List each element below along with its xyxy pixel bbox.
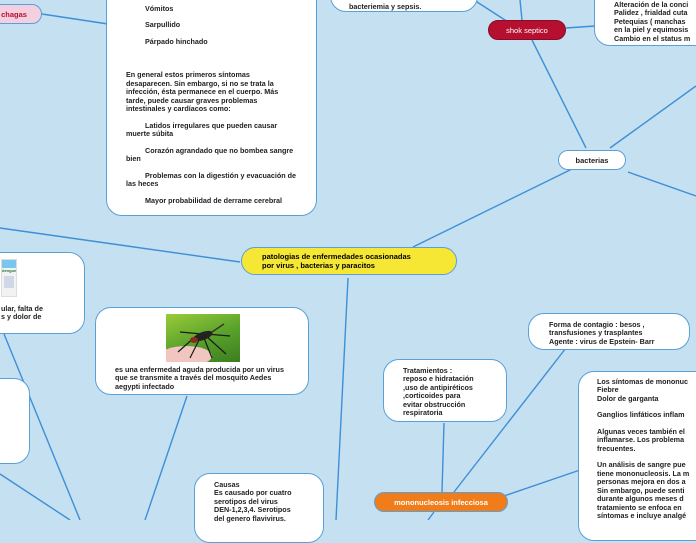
bacterias-node[interactable]: bacterias xyxy=(558,150,626,170)
dengue-symptom-line: s y dolor de xyxy=(1,312,42,322)
chagas-node[interactable]: chagas xyxy=(0,4,42,24)
shock-symptom-line: Petequias ( manchas xyxy=(614,16,686,26)
shock-symptom-line: Palidez , frialdad cuta xyxy=(614,8,688,18)
mono-symptom-line: Algunas veces también el xyxy=(597,426,685,436)
connector-lines xyxy=(0,0,696,520)
mono-symptom-line: Dolor de garganta xyxy=(597,393,659,403)
bacterias-label: bacterias xyxy=(575,155,609,165)
tratamiento-line: ,uso de antipiréticos xyxy=(403,382,473,392)
shock-label: shok septico xyxy=(506,25,548,35)
chagas-symptoms-card[interactable]: Vómitos Sarpullido Párpado hinchado En g… xyxy=(106,0,317,216)
mononucleosis-label: mononucleosis infecciosa xyxy=(394,497,488,507)
tratamiento-line: evitar obstrucción xyxy=(403,399,466,409)
causas-line: Causas xyxy=(214,480,240,489)
mono-symptom-line: Un análisis de sangre pue xyxy=(597,460,686,470)
contagio-line: transfusiones y trasplantes xyxy=(549,328,643,338)
mono-symptom-line: frecuentes. xyxy=(597,443,636,453)
shock-symptom-line: Cambio en el status m xyxy=(614,33,691,43)
mono-symptom-line: tiene mononucleosis. La m xyxy=(597,468,690,478)
causas-line: DEN-1,2,3,4. Serotipos xyxy=(214,505,291,515)
central-topic[interactable]: patologias de enfermedades ocasionadas p… xyxy=(241,247,457,275)
tratamiento-line: respiratoria xyxy=(403,408,443,418)
left-partial-card[interactable] xyxy=(0,378,30,464)
dengue-description-text: es una enfermedad aguda producida por un… xyxy=(115,365,284,391)
tratamiento-line: ,corticoides para xyxy=(403,391,461,401)
bacteriemia-card[interactable]: bacteriemia y sepsis. xyxy=(330,0,478,12)
complication-item: Corazón agrandado que no bombea sangre b… xyxy=(126,145,294,164)
contagio-line: Agente : virus de Epstein- Barr xyxy=(549,336,655,346)
mono-symptom-line: Fiebre xyxy=(597,385,619,395)
complication-item: Latidos irregulares que pueden causar mu… xyxy=(126,120,278,139)
dengue-thumbnail: dengue xyxy=(1,259,17,297)
causas-line: serotipos del virus xyxy=(214,496,278,506)
dengue-symptoms-card[interactable]: dengue ular, falta de s y dolor de xyxy=(0,252,85,334)
mono-symptom-line: tratamiento se enfoca en xyxy=(597,502,682,512)
complication-item: Problemas con la digestión y evacuación … xyxy=(126,170,296,189)
causas-line: Es causado por cuatro xyxy=(214,488,292,498)
tratamiento-line: Tratamientos : xyxy=(403,366,453,375)
dengue-symptom-line: ular, falta de xyxy=(1,304,43,313)
shock-symptoms-card[interactable]: Alteración de la conci Palidez , frialda… xyxy=(594,0,696,46)
central-title-line1: patologias de enfermedades ocasionadas xyxy=(262,252,411,261)
mono-symptoms-card[interactable]: Los síntomas de mononuc Fiebre Dolor de … xyxy=(578,371,696,541)
shock-symptom-line: en la piel y equimosis xyxy=(614,25,689,35)
symptom-item: Párpado hinchado xyxy=(145,36,208,46)
bacteriemia-text: bacteriemia y sepsis. xyxy=(349,2,422,11)
mono-symptom-line: Sin embargo, puede senti xyxy=(597,485,685,495)
mononucleosis-node[interactable]: mononucleosis infecciosa xyxy=(374,492,508,512)
mono-symptom-line: inflamarse. Los problema xyxy=(597,435,685,445)
dengue-description-card[interactable]: es una enfermedad aguda producida por un… xyxy=(95,307,309,395)
mono-symptom-line: durante algunos meses d xyxy=(597,494,684,504)
chagas-label: chagas xyxy=(1,9,27,19)
contagio-line: Forma de contagio : besos , xyxy=(549,320,645,329)
mono-symptom-line: personas mejora en dos a xyxy=(597,477,686,487)
shock-septico-node[interactable]: shok septico xyxy=(488,20,566,40)
symptom-item: Sarpullido xyxy=(145,20,181,30)
central-title-line2: por virus , bacterias y paracitos xyxy=(262,261,375,270)
tratamientos-card[interactable]: Tratamientos : reposo e hidratación ,uso… xyxy=(383,359,507,422)
tratamiento-line: reposo e hidratación xyxy=(403,374,474,384)
complication-item: Mayor probabilidad de derrame cerebral xyxy=(145,195,283,205)
mono-symptom-line: Los síntomas de mononuc xyxy=(597,377,689,386)
causas-line: del genero flavivirus. xyxy=(214,513,286,523)
mono-symptom-line: Ganglios linfáticos inflam xyxy=(597,410,685,420)
dengue-thumb-label: dengue xyxy=(2,268,17,273)
symptom-item: Vómitos xyxy=(145,4,174,13)
contagio-card[interactable]: Forma de contagio : besos , transfusione… xyxy=(528,313,690,350)
shock-symptom-line: Alteración de la conci xyxy=(614,0,689,9)
mono-symptom-line: síntomas e incluye analgé xyxy=(597,511,687,521)
causas-card[interactable]: Causas Es causado por cuatro serotipos d… xyxy=(194,473,324,543)
mosquito-image xyxy=(166,314,240,362)
chagas-paragraph: En general estos primeros síntomas desap… xyxy=(126,70,279,114)
